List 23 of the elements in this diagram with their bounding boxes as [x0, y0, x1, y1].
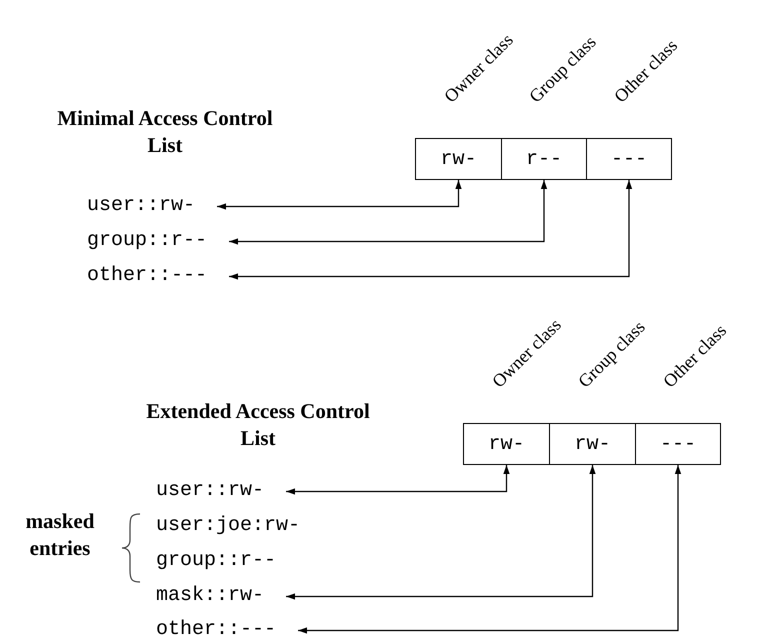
group-label: masked entries [24, 508, 96, 562]
arrow [229, 180, 548, 245]
acl-entry: other::--- [87, 264, 208, 287]
permission-cell: --- [586, 138, 672, 180]
permission-cell: --- [635, 423, 721, 465]
list-title: Extended Access Control List [145, 398, 371, 452]
acl-entry: group::r-- [87, 229, 208, 252]
arrow [298, 465, 682, 634]
acl-entry: user:joe:rw- [156, 514, 300, 537]
arrow [286, 465, 510, 495]
permission-cell: rw- [549, 423, 636, 465]
acl-entry: other::--- [156, 618, 276, 641]
acl-entry: mask::rw- [156, 584, 264, 607]
list-title: Minimal Access Control List [56, 105, 274, 160]
acl-entry: user::rw- [156, 479, 264, 502]
permission-cell: rw- [415, 138, 502, 180]
permission-cell: rw- [463, 423, 550, 465]
acl-entry: group::r-- [156, 549, 276, 572]
arrow [229, 180, 632, 280]
permission-cell: r-- [501, 138, 587, 180]
arrow [217, 180, 462, 210]
acl-entry: user::rw- [87, 194, 196, 217]
arrow [286, 465, 596, 600]
